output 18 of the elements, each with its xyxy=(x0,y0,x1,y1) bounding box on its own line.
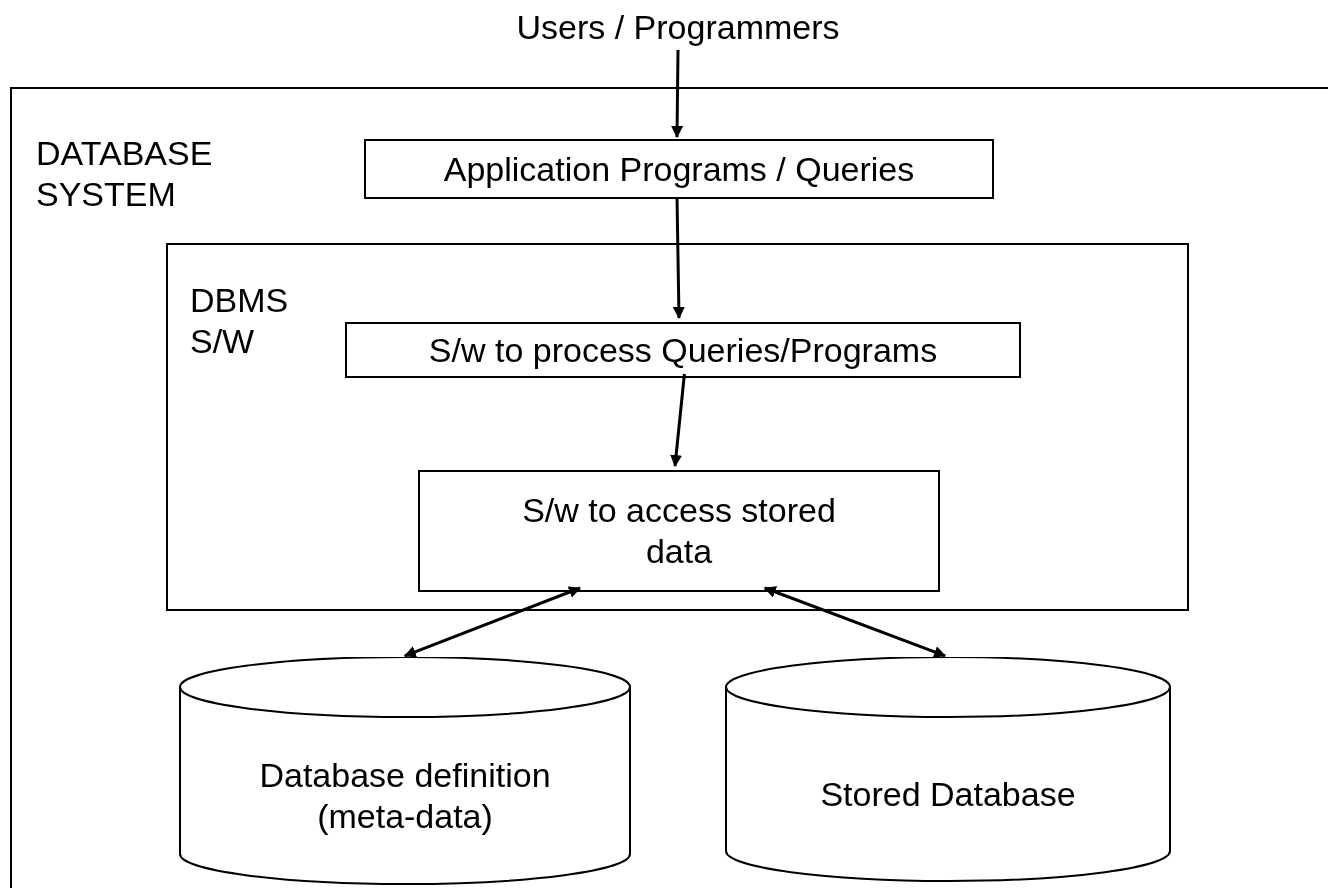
arrow xyxy=(403,586,581,658)
arrow xyxy=(672,196,685,319)
process-box xyxy=(418,470,940,592)
arrow xyxy=(671,50,684,138)
box-label: Application Programs / Queries xyxy=(442,148,916,190)
process-box xyxy=(345,322,1021,378)
database-label: Stored Database xyxy=(819,774,1077,815)
system-boundary xyxy=(166,243,1189,611)
arrow xyxy=(763,586,947,658)
group-heading: DBMS S/W xyxy=(190,280,290,362)
arrow xyxy=(670,373,686,467)
database-label: Database definition (meta-data) xyxy=(258,755,552,837)
group-heading: DATABASE SYSTEM xyxy=(36,133,214,215)
actor-label: Users / Programmers xyxy=(515,6,841,48)
system-boundary xyxy=(10,87,1328,888)
process-box xyxy=(364,139,994,199)
box-label: S/w to process Queries/Programs xyxy=(427,329,939,371)
box-label: S/w to access stored data xyxy=(521,490,837,572)
